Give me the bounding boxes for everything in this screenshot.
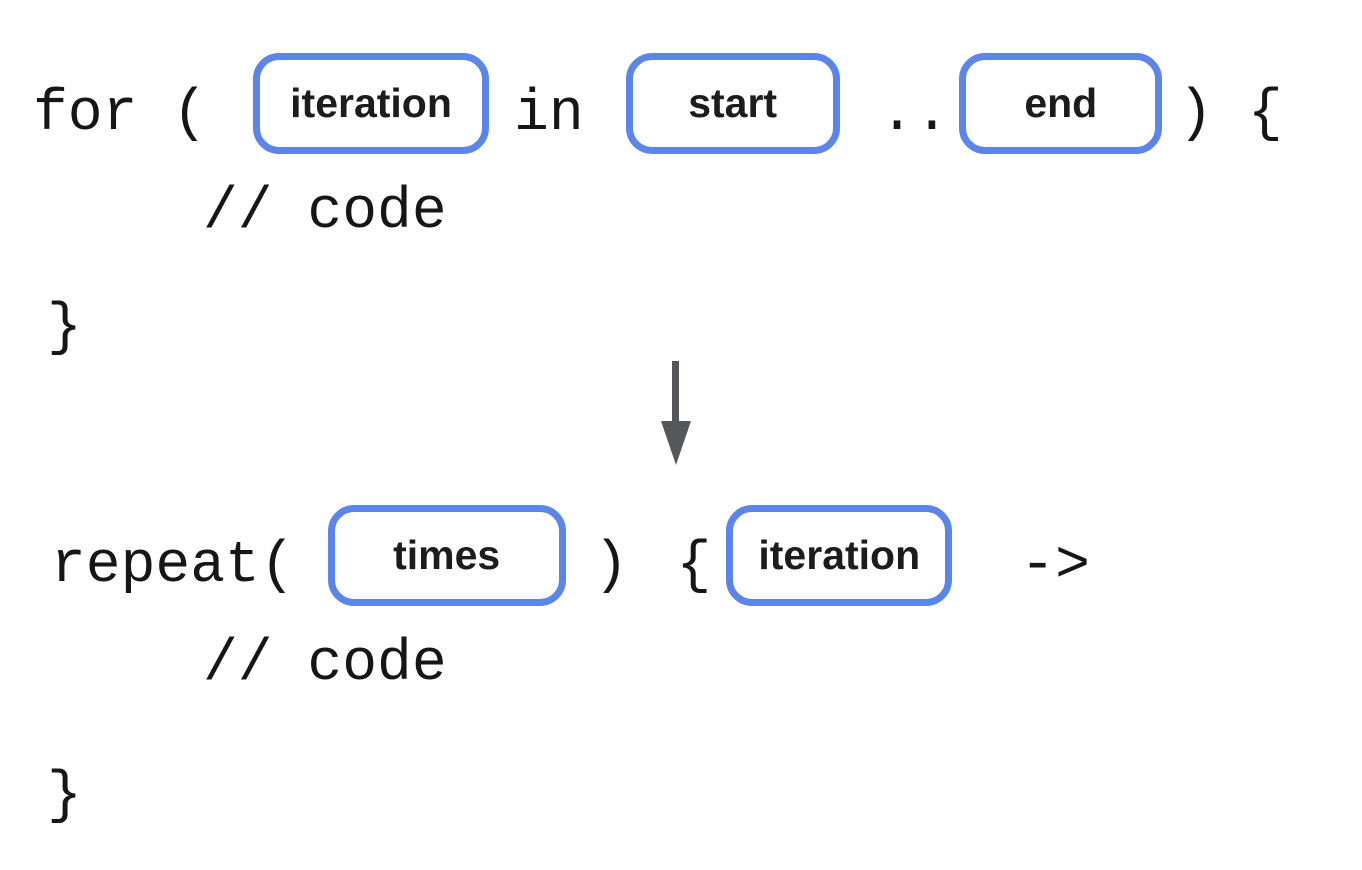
slot-iteration-lambda: iteration — [726, 504, 953, 606]
repeat-closing-brace-line: } — [47, 764, 82, 831]
slot-iteration: iteration — [253, 53, 490, 154]
for-closing-brace: } — [47, 296, 82, 361]
slot-end: end — [959, 53, 1163, 154]
lambda-arrow-operator: -> — [1020, 533, 1090, 599]
slot-start: start — [625, 53, 840, 154]
for-close-paren-open-brace: ) { — [1178, 82, 1283, 148]
repeat-close-paren: ) — [593, 533, 629, 599]
range-operator: .. — [879, 82, 950, 148]
for-loop-signature-line: for ( iteration in start .. end ) { — [33, 53, 1283, 154]
slot-iteration-lambda-label: iteration — [758, 531, 921, 578]
repeat-keyword: repeat( — [51, 533, 295, 599]
repeat-open-brace: { — [676, 533, 712, 599]
for-closing-brace-line: } — [47, 296, 82, 363]
slot-times-label: times — [393, 531, 501, 578]
repeat-closing-brace: } — [47, 764, 82, 829]
slot-end-label: end — [1024, 80, 1098, 126]
repeat-body-comment-line: // code — [203, 632, 447, 699]
slot-iteration-label: iteration — [290, 80, 452, 126]
for-body-comment: // code — [203, 180, 447, 245]
repeat-signature-line: repeat( times ) { iteration -> — [51, 503, 1090, 607]
for-keyword: for ( — [33, 82, 208, 148]
repeat-body-comment: // code — [203, 632, 447, 697]
in-keyword: in — [514, 82, 584, 148]
down-arrow-icon — [661, 361, 691, 466]
for-body-comment-line: // code — [203, 180, 447, 247]
slot-times: times — [327, 504, 566, 606]
slot-start-label: start — [688, 80, 778, 126]
